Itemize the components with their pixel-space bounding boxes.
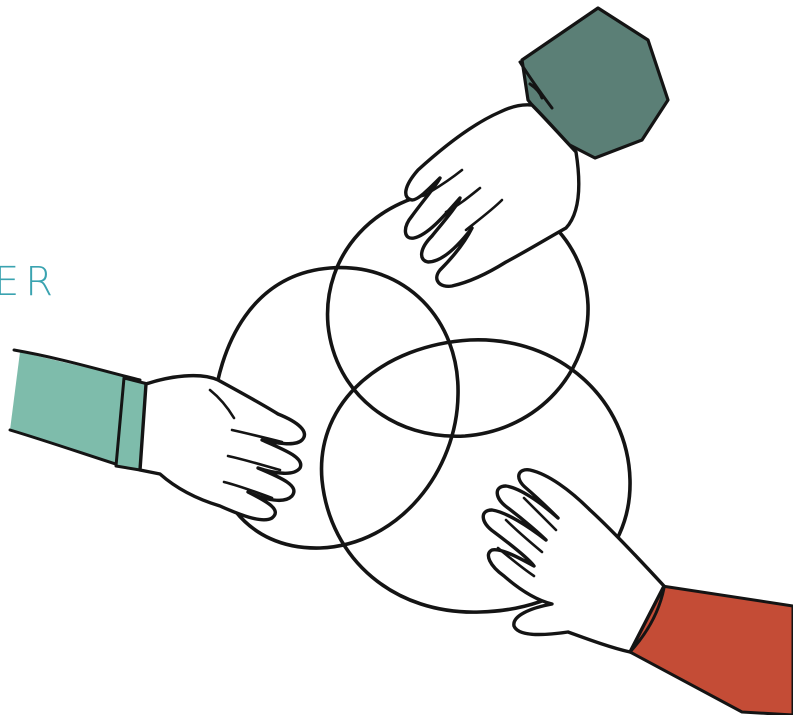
top-palm [405,105,578,287]
left-hand [10,350,305,520]
right-hand [483,470,793,715]
left-palm [140,376,305,520]
top-hand [405,8,668,286]
right-palm [483,470,664,652]
